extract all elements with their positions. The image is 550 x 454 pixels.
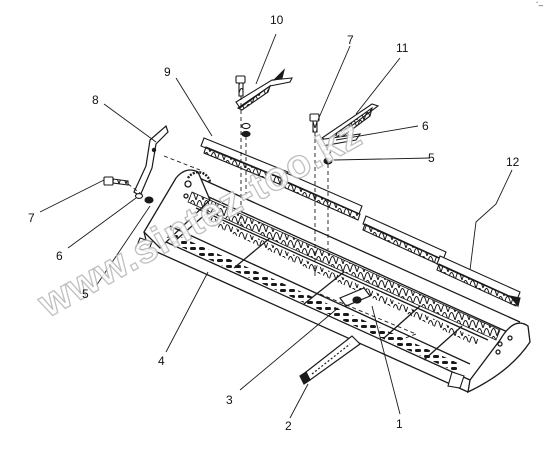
callout-9: 9 bbox=[164, 65, 171, 79]
callout-4: 4 bbox=[158, 354, 165, 368]
leader-lines bbox=[39, 33, 513, 419]
knife-head-1 bbox=[339, 287, 371, 307]
knife-section-right bbox=[362, 215, 447, 267]
holder-bracket-8 bbox=[133, 124, 169, 197]
callout-1: 1 bbox=[396, 417, 403, 431]
drive-arm-2 bbox=[299, 335, 361, 385]
corner-mark: ´– bbox=[536, 1, 544, 10]
bolt-7-left bbox=[103, 176, 129, 186]
callout-7-right: 7 bbox=[347, 33, 354, 47]
callout-8: 8 bbox=[92, 93, 99, 107]
callout-labels: 1 2 3 4 5 5 6 6 7 7 8 9 10 11 12 bbox=[28, 13, 520, 433]
bolt-7-right bbox=[309, 113, 320, 133]
callout-10: 10 bbox=[270, 13, 284, 27]
callout-5-left: 5 bbox=[82, 287, 89, 301]
guard-part-11 bbox=[317, 103, 380, 147]
callout-7-left: 7 bbox=[28, 211, 35, 225]
callout-3: 3 bbox=[226, 393, 233, 407]
guard-part-10 bbox=[235, 68, 293, 111]
callout-11: 11 bbox=[396, 41, 409, 55]
assembly-dashed-lines bbox=[127, 96, 417, 341]
callout-12: 12 bbox=[506, 155, 520, 169]
callout-2: 2 bbox=[285, 419, 292, 433]
knife-section-12 bbox=[436, 255, 521, 308]
nut-5-left bbox=[144, 196, 154, 204]
callout-6-left: 6 bbox=[56, 249, 63, 263]
washer-6-left bbox=[134, 193, 144, 199]
washer-6-right bbox=[322, 149, 332, 155]
cutter-teeth-rows bbox=[166, 191, 501, 372]
callout-5-right: 5 bbox=[428, 151, 435, 165]
nut-top-left bbox=[241, 122, 251, 138]
bolt-7-top-left bbox=[235, 75, 246, 97]
knife-section-mid bbox=[280, 171, 363, 221]
frame-brackets bbox=[135, 237, 465, 389]
callout-6-right: 6 bbox=[422, 119, 429, 133]
